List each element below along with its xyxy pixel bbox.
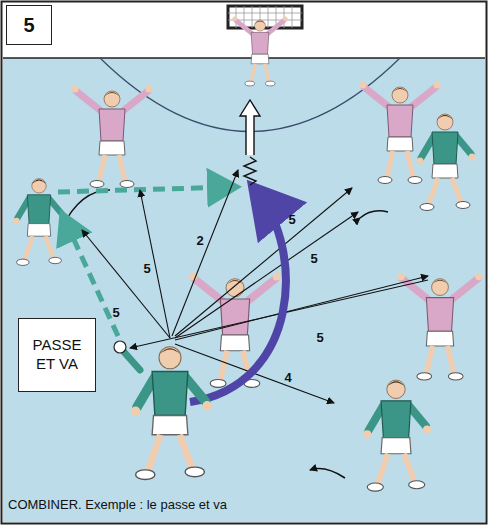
movement-arrow bbox=[360, 211, 388, 218]
pass-option-arrow bbox=[175, 212, 358, 338]
goal-line bbox=[3, 57, 485, 59]
court-floor bbox=[3, 58, 485, 522]
caption: COMBINER. Exemple : le passe et va bbox=[8, 497, 227, 512]
run-curved-arrow bbox=[190, 192, 286, 402]
pass-option-arrow bbox=[140, 190, 170, 338]
pass-number: 4 bbox=[284, 370, 291, 385]
goalkeeper bbox=[232, 16, 287, 86]
pass-option-arrow bbox=[175, 188, 352, 336]
ball bbox=[114, 341, 126, 353]
panel-number: 5 bbox=[9, 13, 49, 38]
pass-number: 5 bbox=[316, 330, 323, 345]
pass-option-arrow bbox=[82, 170, 428, 403]
note-box: PASSE ET VA bbox=[18, 318, 96, 392]
note-text: PASSE ET VA bbox=[29, 336, 85, 374]
defender-player bbox=[189, 273, 280, 388]
movement-arrow bbox=[310, 469, 345, 478]
pass-number: 2 bbox=[196, 233, 203, 248]
shot-arrow bbox=[240, 100, 260, 155]
ball-carrier-player bbox=[131, 347, 212, 480]
pass-number: 5 bbox=[310, 251, 317, 266]
defender-player bbox=[360, 82, 441, 184]
pass-dashed-arrow bbox=[58, 187, 232, 192]
defender-player bbox=[72, 86, 153, 188]
ball-carrier-arm bbox=[124, 352, 140, 370]
movement-arrow bbox=[62, 190, 110, 228]
panel-number-box: 5 bbox=[6, 5, 52, 45]
pass-number: 5 bbox=[288, 212, 295, 227]
attacker-player bbox=[417, 114, 476, 211]
attacker-player bbox=[363, 380, 431, 491]
defender-player bbox=[397, 273, 482, 380]
shot-zigzag bbox=[244, 157, 256, 185]
pass-number: 5 bbox=[112, 305, 119, 320]
pass-number: 5 bbox=[143, 261, 150, 276]
pass-option-arrow bbox=[175, 276, 428, 340]
